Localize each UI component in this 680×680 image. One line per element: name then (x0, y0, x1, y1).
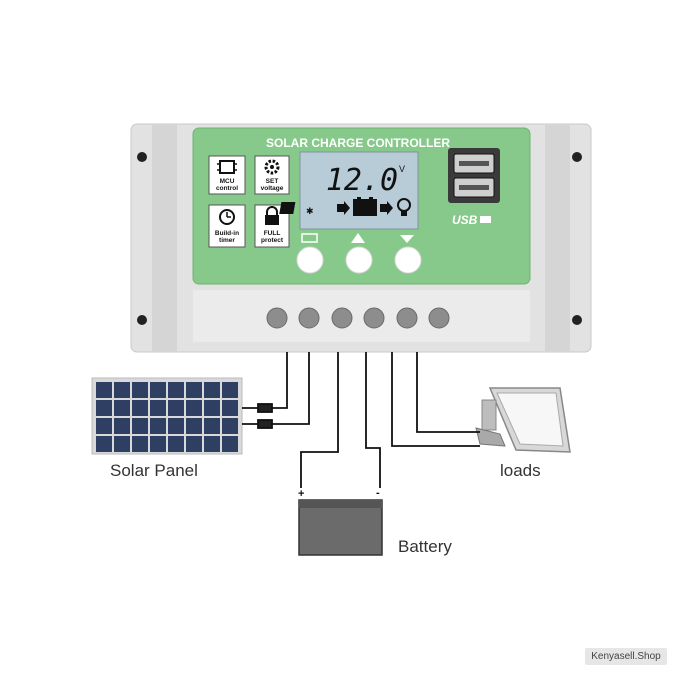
solar-cell (96, 436, 112, 452)
voltage-readout: 12.0 (326, 163, 398, 198)
solar-cell (132, 418, 148, 434)
solar-cell (186, 436, 202, 452)
solar-cell (132, 436, 148, 452)
terminal-screw (266, 307, 288, 329)
solar-cell (168, 418, 184, 434)
feature-line2: protect (261, 237, 284, 244)
loads-label: loads (500, 461, 541, 480)
terminal-screw (331, 307, 353, 329)
warning-indicator-icon (351, 233, 365, 243)
solar-cell (222, 436, 238, 452)
feature-line2: control (216, 185, 238, 192)
solar-cell (168, 382, 184, 398)
feature-line2: voltage (261, 185, 284, 192)
charge-controller: SOLAR CHARGE CONTROLLER MCU control SET … (130, 123, 592, 353)
feature-line1: SET (266, 178, 279, 185)
load-indicator-icon (400, 235, 414, 243)
usb-ports (448, 148, 500, 203)
usb-icon (480, 216, 491, 223)
gear-icon (264, 159, 280, 175)
chip-icon (217, 160, 237, 174)
plus-terminal-icon: + (298, 488, 304, 500)
mount-hole (572, 152, 582, 162)
terminal-screws (266, 307, 450, 329)
solar-cell (150, 382, 166, 398)
arrow-right-icon (380, 201, 393, 215)
set-button[interactable] (345, 246, 373, 274)
lock-icon (265, 206, 279, 225)
solar-cell (204, 400, 220, 416)
battery-label: Battery (398, 537, 452, 556)
terminal-screw (428, 307, 450, 329)
feature-set-voltage: SET voltage (254, 155, 290, 195)
wires (242, 352, 480, 488)
lcd-display: 12.0 V ✱ (279, 151, 419, 230)
solar-panel-label: Solar Panel (110, 461, 198, 480)
solar-cell (168, 400, 184, 416)
solar-cell (96, 418, 112, 434)
solar-cell (114, 400, 130, 416)
feature-mcu-control: MCU control (208, 155, 246, 195)
controller-title: SOLAR CHARGE CONTROLLER (266, 136, 450, 150)
bulb-icon (397, 198, 411, 216)
battery: + - (298, 487, 383, 556)
solar-cell (150, 400, 166, 416)
solar-cell (186, 418, 202, 434)
solar-cell (168, 436, 184, 452)
solar-cell (204, 382, 220, 398)
terminal-screw (396, 307, 418, 329)
feature-line1: MCU (220, 178, 235, 185)
usb-label: USB (452, 213, 478, 227)
mount-hole (137, 152, 147, 162)
solar-cell (114, 382, 130, 398)
solar-cell (222, 382, 238, 398)
solar-cell (114, 418, 130, 434)
terminal-screw (363, 307, 385, 329)
load-button[interactable] (394, 246, 422, 274)
solar-status-icon: ✱ (279, 202, 314, 216)
feature-line2: timer (219, 237, 235, 244)
voltage-unit: V (399, 164, 405, 174)
solar-cell (186, 400, 202, 416)
terminal-screw (298, 307, 320, 329)
battery-status-icon (353, 197, 377, 216)
solar-cell (204, 436, 220, 452)
mount-hole (137, 315, 147, 325)
solar-cell (150, 418, 166, 434)
feature-line1: Build-in (215, 230, 239, 237)
solar-cell (96, 382, 112, 398)
solar-cell (132, 400, 148, 416)
arrow-right-icon (337, 201, 350, 215)
solar-cell (150, 436, 166, 452)
svg-text:✱: ✱ (306, 206, 314, 216)
floodlight (475, 387, 571, 453)
solar-cell (132, 382, 148, 398)
clock-icon (219, 209, 235, 225)
solar-panel (91, 377, 243, 455)
battery-indicator-icon (301, 233, 318, 243)
solar-cell (204, 418, 220, 434)
solar-cell (222, 418, 238, 434)
watermark: Kenyasell.Shop (585, 648, 667, 665)
mount-hole (572, 315, 582, 325)
minus-terminal-icon: - (376, 487, 380, 499)
feature-build-in-timer: Build-in timer (208, 204, 246, 248)
solar-cell (114, 436, 130, 452)
feature-line1: FULL (264, 230, 281, 237)
solar-cell (186, 382, 202, 398)
menu-button[interactable] (296, 246, 324, 274)
solar-cell (96, 400, 112, 416)
solar-cell (222, 400, 238, 416)
